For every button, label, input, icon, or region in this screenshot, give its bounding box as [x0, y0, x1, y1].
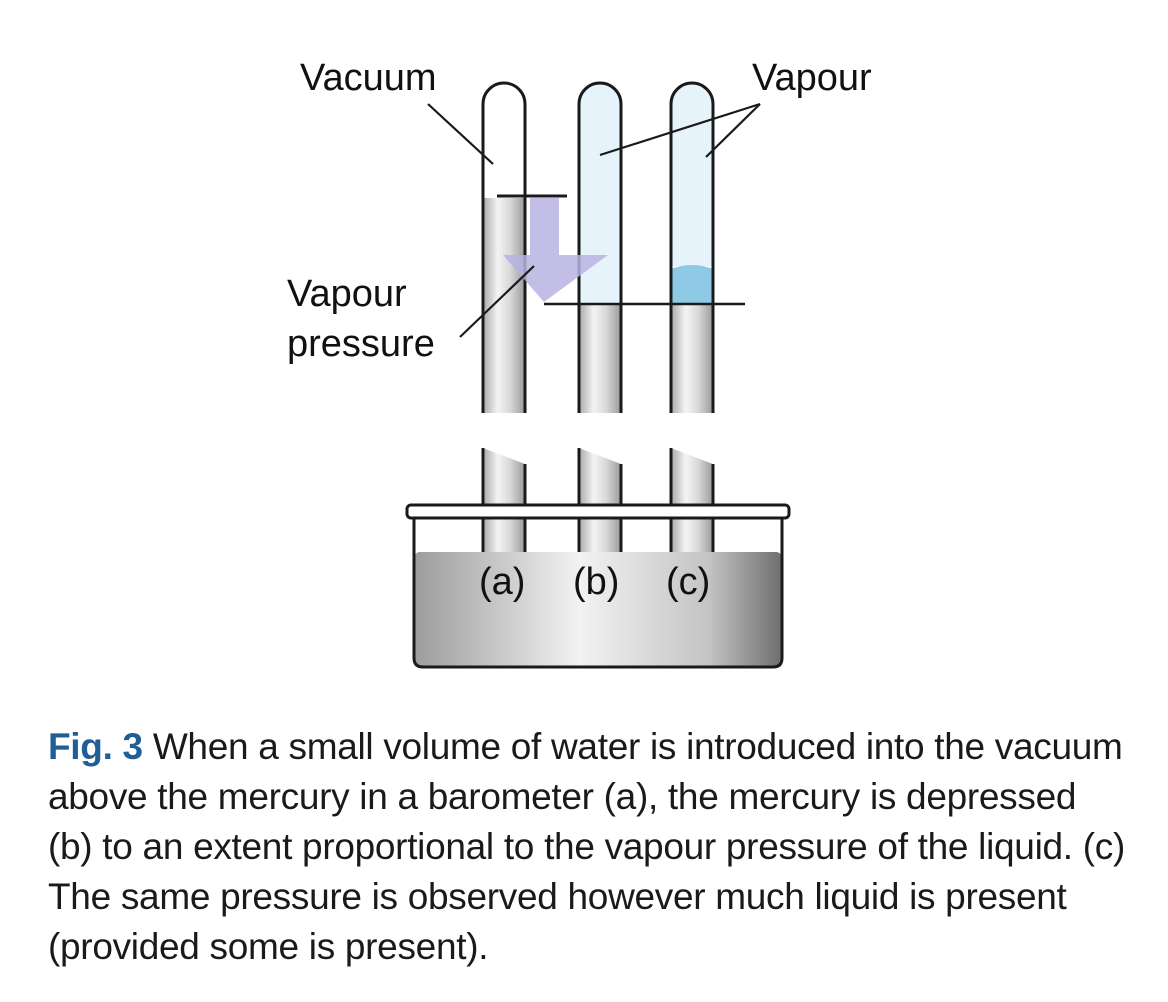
tube-b — [577, 81, 623, 413]
vapour-pointer-c — [705, 103, 761, 158]
tube-c-mercury-upper — [671, 303, 713, 413]
dish-rim — [405, 503, 791, 520]
tube-b-mercury-upper — [579, 303, 621, 413]
label-tube-a: (a) — [479, 561, 525, 603]
figure-number: Fig. 3 — [48, 726, 143, 767]
label-vapour-pressure-line2: pressure — [287, 323, 435, 365]
caption-text: When a small volume of water is introduc… — [48, 726, 1125, 967]
vapour-pressure-pointer — [459, 265, 535, 338]
tube-a-mercury-upper — [483, 198, 525, 413]
label-tube-b: (b) — [573, 561, 619, 603]
tube-c-water — [671, 265, 713, 303]
vapour-pointer-b — [599, 102, 761, 157]
vacuum-pointer — [427, 103, 494, 165]
depression-arrow — [503, 198, 608, 302]
dish-mercury — [414, 552, 782, 667]
tube-a-vacuum — [483, 83, 525, 198]
label-vapour-pressure-line1: Vapour — [287, 273, 407, 315]
tube-c — [669, 81, 715, 413]
tube-c-vapour — [671, 83, 713, 266]
label-vapour: Vapour — [752, 57, 872, 99]
barometer-diagram: Vacuum Vapour Vapour pressure (a) (b) (c… — [287, 57, 872, 669]
label-tube-c: (c) — [666, 561, 710, 603]
figure-caption: Fig. 3 When a small volume of water is i… — [48, 722, 1128, 972]
tube-a — [481, 81, 567, 413]
mercury-dish — [405, 503, 791, 669]
tube-b-vapour — [579, 83, 621, 303]
lower-tube-segments — [481, 448, 715, 552]
label-vacuum: Vacuum — [300, 57, 437, 99]
pointer-lines — [427, 102, 761, 338]
